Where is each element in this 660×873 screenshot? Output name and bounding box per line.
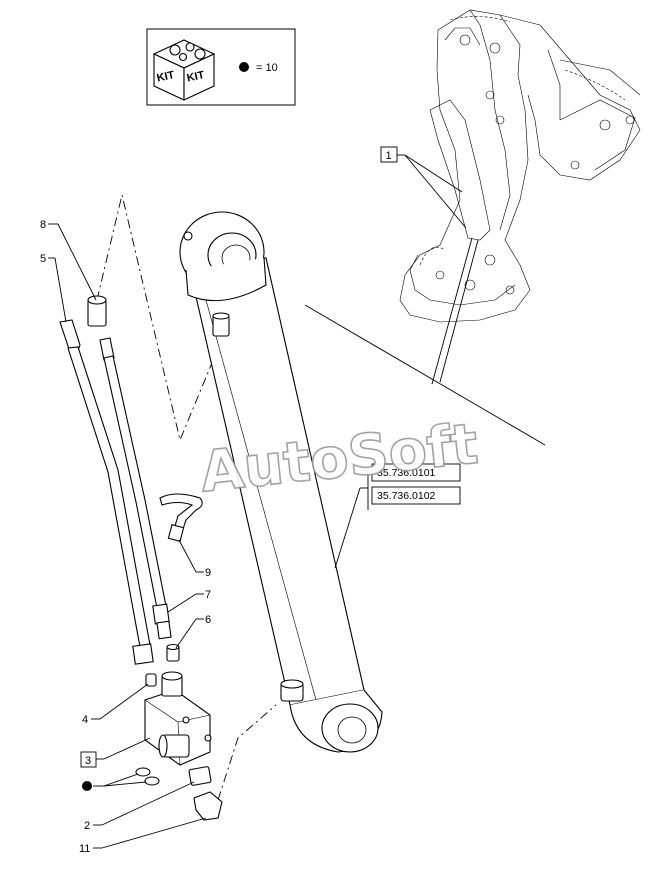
kit-label-2: KIT bbox=[186, 69, 206, 84]
hose-icon bbox=[59, 295, 180, 665]
loader-arm-icon bbox=[399, 9, 641, 323]
kit-label-1: KIT bbox=[156, 69, 176, 84]
valve-block-icon bbox=[135, 671, 223, 821]
callout-2-text: 2 bbox=[84, 820, 90, 832]
callout-1: 1 bbox=[380, 146, 467, 229]
ref-2-text: 35.736.0102 bbox=[377, 490, 436, 502]
kit-legend-text: = 10 bbox=[256, 62, 278, 74]
callout-11: 11 bbox=[79, 817, 207, 855]
callout-11-text: 11 bbox=[79, 843, 90, 855]
callout-5-text-main: 5 bbox=[40, 253, 46, 265]
callout-6: 6 bbox=[175, 614, 211, 649]
o-ring-bullet bbox=[82, 773, 147, 791]
callout-3: 3 bbox=[80, 737, 151, 768]
bullet-dot-icon bbox=[239, 62, 249, 72]
callout-9-text: 9 bbox=[205, 567, 211, 579]
callout-8: 8 bbox=[40, 219, 97, 301]
callout-8-text: 8 bbox=[40, 219, 46, 231]
reference-boxes: 35.736.0101 35.736.0102 bbox=[334, 463, 461, 569]
callout-7-text: 7 bbox=[205, 589, 211, 601]
kit-legend: KIT KIT = 10 bbox=[146, 28, 296, 106]
ref-1-text: 35.736.0101 bbox=[377, 467, 436, 479]
callout-2: 2 bbox=[84, 781, 195, 832]
callout-3-text: 3 bbox=[85, 755, 91, 767]
callout-5: 5 bbox=[40, 253, 67, 323]
callout-6-text: 6 bbox=[205, 614, 211, 626]
cylinder-icon bbox=[179, 211, 383, 753]
kit-box-icon: KIT KIT bbox=[152, 39, 216, 101]
callout-9: 9 bbox=[178, 539, 211, 579]
callout-1-text: 1 bbox=[386, 150, 392, 162]
callout-4: 4 bbox=[82, 683, 149, 726]
o-ring-bullet-dot-icon bbox=[82, 781, 92, 791]
section-line bbox=[304, 304, 546, 446]
centre-line bbox=[96, 194, 215, 442]
callout-7: 7 bbox=[167, 589, 211, 613]
arm-pointer-line bbox=[439, 239, 479, 383]
cable-tie-icon bbox=[159, 493, 203, 542]
callout-4-text: 4 bbox=[82, 714, 88, 726]
